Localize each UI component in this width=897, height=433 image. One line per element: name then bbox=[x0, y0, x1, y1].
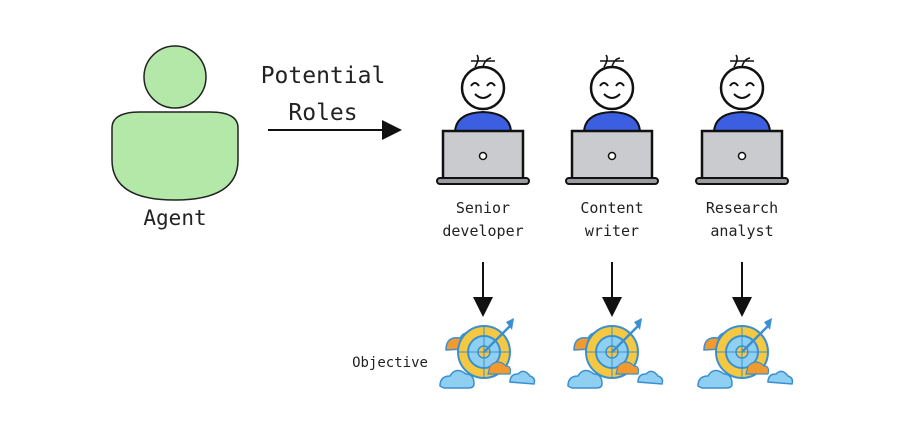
potential-roles-line1: Potential bbox=[260, 63, 386, 89]
role-line2: developer bbox=[442, 222, 524, 240]
role-line1: Content bbox=[580, 199, 644, 217]
target-icon bbox=[438, 316, 536, 390]
role-line1: Research bbox=[705, 199, 779, 217]
person-icon-research-analyst bbox=[694, 53, 790, 186]
role-line2: analyst bbox=[710, 222, 774, 240]
person-icon-content-writer bbox=[564, 53, 660, 186]
role-label-senior-developer: Senior developer bbox=[423, 197, 543, 243]
target-icon bbox=[566, 316, 664, 390]
role-label-research-analyst: Research analyst bbox=[682, 197, 802, 243]
role-label-content-writer: Content writer bbox=[552, 197, 672, 243]
potential-roles-line2: Roles bbox=[288, 100, 358, 126]
objective-label: Objective bbox=[352, 355, 428, 371]
agent-icon bbox=[111, 45, 239, 201]
person-icon-senior-developer bbox=[435, 53, 531, 186]
agent-label: Agent bbox=[143, 206, 207, 230]
potential-roles-label: Potential Roles bbox=[243, 58, 403, 132]
role-line2: writer bbox=[584, 222, 640, 240]
target-icon bbox=[696, 316, 794, 390]
role-line1: Senior bbox=[455, 199, 511, 217]
